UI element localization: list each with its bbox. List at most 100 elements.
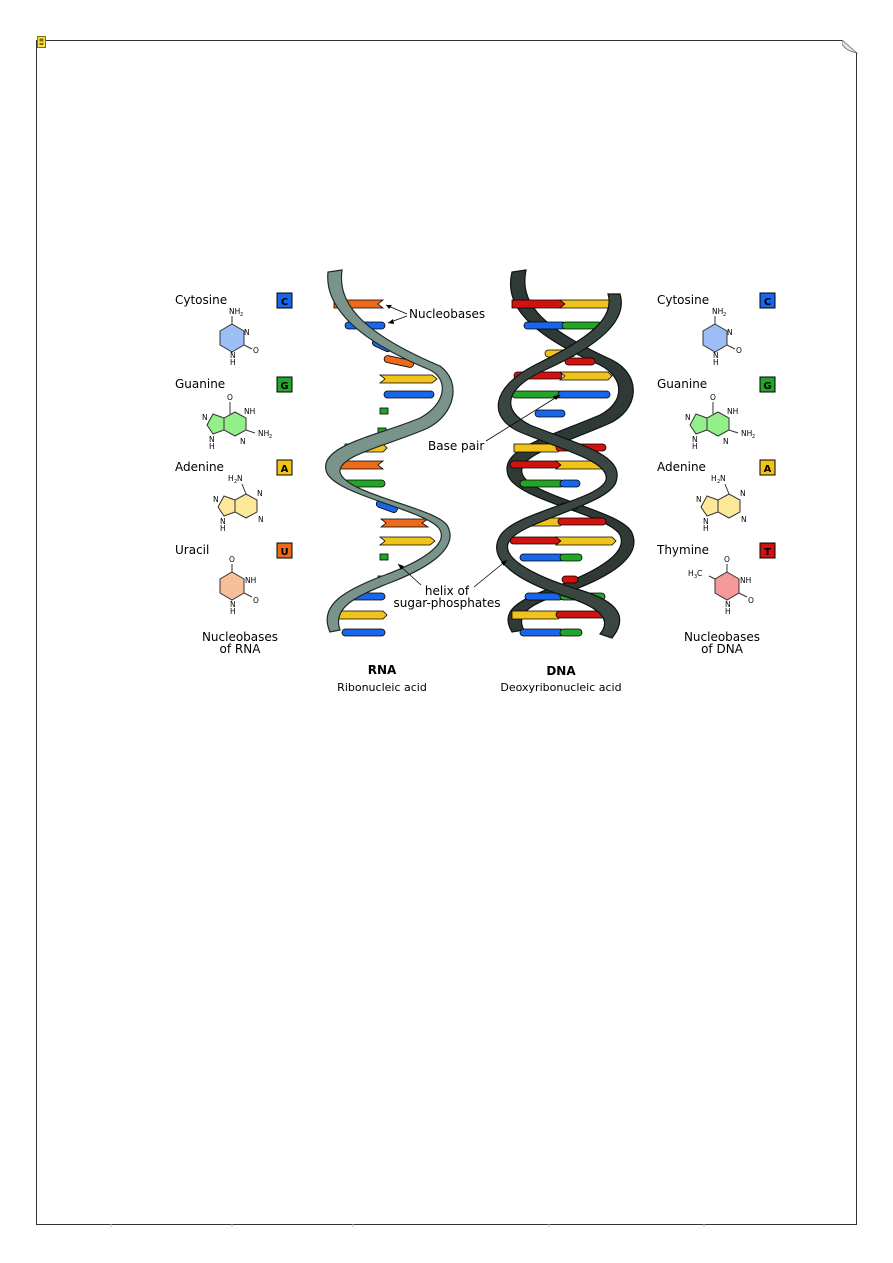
svg-text:H: H: [230, 358, 236, 367]
svg-text:2: 2: [723, 312, 726, 318]
rna-title: RNA: [368, 663, 397, 677]
svg-text:N: N: [220, 517, 226, 526]
base-name: Guanine: [657, 377, 707, 391]
bottom-ruler-marks: [110, 1224, 705, 1227]
dna-base-pair: [561, 575, 579, 584]
base-letter: A: [764, 464, 772, 475]
base-badge: A: [276, 459, 293, 476]
svg-text:H: H: [713, 358, 719, 367]
base-badge: C: [759, 292, 776, 309]
svg-text:NH: NH: [244, 407, 255, 416]
base-name: Thymine: [656, 543, 709, 557]
svg-text:2: 2: [240, 312, 243, 318]
svg-text:3: 3: [694, 574, 697, 580]
svg-text:C: C: [697, 569, 702, 578]
svg-text:N: N: [741, 515, 747, 524]
svg-text:H: H: [725, 607, 731, 616]
dna-title: DNA: [546, 664, 576, 678]
svg-text:N: N: [213, 495, 219, 504]
svg-text:O: O: [253, 596, 259, 605]
svg-text:NH: NH: [727, 407, 738, 416]
svg-text:N: N: [723, 437, 729, 446]
dna-base-pair: [519, 479, 581, 488]
svg-text:2: 2: [752, 434, 755, 440]
svg-text:H: H: [692, 442, 698, 451]
svg-text:NH: NH: [245, 576, 256, 585]
base-badge: T: [759, 542, 776, 559]
rna-rung: [333, 610, 388, 620]
svg-text:N: N: [244, 328, 250, 337]
svg-text:H: H: [703, 524, 709, 533]
svg-text:NH: NH: [229, 307, 240, 316]
svg-text:O: O: [748, 596, 754, 605]
svg-text:2: 2: [234, 479, 237, 485]
base-badge: G: [759, 376, 776, 393]
svg-text:N: N: [230, 600, 236, 609]
uracil-structure-icon: O NH O N H: [219, 555, 259, 616]
rna-nucleobase-rungs: [331, 299, 438, 637]
base-letter: C: [281, 297, 288, 308]
base-letter: U: [280, 547, 288, 558]
base-badge: U: [276, 542, 293, 559]
dna-base-pair: [519, 553, 583, 562]
rna-rung: [383, 390, 435, 399]
dna-subtitle: Deoxyribonucleic acid: [500, 681, 621, 694]
dna-base-pair: [511, 299, 616, 309]
svg-text:N: N: [727, 328, 733, 337]
base-letter: G: [763, 381, 771, 392]
dna-base-pair: [519, 628, 583, 637]
anchor-icon[interactable]: [37, 36, 46, 48]
diagram-annotations: Nucleobases Base pair helix of sugar-pho…: [385, 304, 561, 610]
nucleobases-annotation: Nucleobases: [409, 307, 485, 321]
base-name: Cytosine: [175, 293, 227, 307]
base-badge: G: [276, 376, 293, 393]
svg-text:N: N: [713, 351, 719, 360]
rna-rung: [383, 355, 415, 368]
base-name: Uracil: [175, 543, 209, 557]
rna-subtitle: Ribonucleic acid: [337, 681, 427, 694]
rna-rung: [378, 374, 438, 384]
svg-text:N: N: [696, 495, 702, 504]
svg-text:N: N: [230, 351, 236, 360]
svg-text:N: N: [720, 474, 726, 483]
base-name: Adenine: [657, 460, 706, 474]
svg-text:N: N: [692, 435, 698, 444]
dna-base-pair: [511, 390, 611, 399]
base-badge: C: [276, 292, 293, 309]
svg-text:O: O: [710, 393, 716, 402]
dna-base-pair: [509, 536, 617, 546]
base-letter: A: [281, 464, 289, 475]
base-name: Guanine: [175, 377, 225, 391]
svg-text:N: N: [237, 474, 243, 483]
svg-text:O: O: [724, 555, 730, 564]
svg-text:N: N: [202, 413, 208, 422]
rna-rung: [379, 553, 389, 561]
svg-text:2: 2: [717, 479, 720, 485]
svg-text:H: H: [220, 524, 226, 533]
dna-helix: [496, 269, 635, 639]
page-frame: [36, 40, 857, 1225]
rna-group-caption-line1: Nucleobases: [202, 630, 278, 644]
helix-annotation-line1: helix of: [425, 584, 470, 598]
rna-rung: [379, 518, 430, 528]
svg-text:2: 2: [269, 434, 272, 440]
page-corner-fold-icon: [842, 40, 858, 54]
rna-backbone-ribbon: [325, 269, 454, 633]
svg-text:NH: NH: [741, 429, 752, 438]
dna-base-pair: [523, 321, 603, 330]
svg-text:N: N: [240, 437, 246, 446]
svg-text:O: O: [227, 393, 233, 402]
svg-text:H: H: [688, 569, 694, 578]
svg-text:NH: NH: [712, 307, 723, 316]
rna-rung: [341, 628, 386, 637]
svg-text:N: N: [740, 489, 746, 498]
svg-text:N: N: [703, 517, 709, 526]
base-letter: G: [280, 381, 288, 392]
rna-rung: [378, 536, 436, 546]
base-badge: A: [759, 459, 776, 476]
